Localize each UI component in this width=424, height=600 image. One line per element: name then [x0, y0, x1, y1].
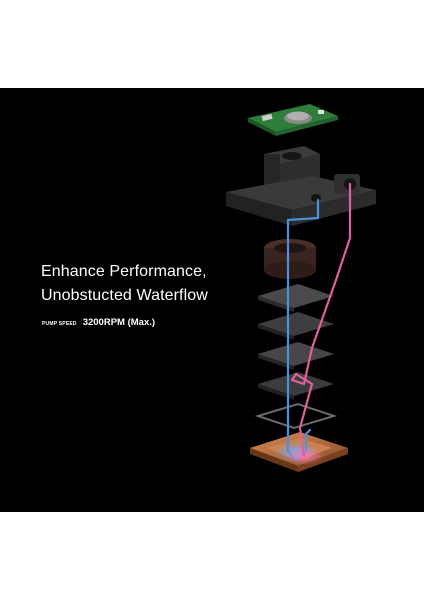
pump-speed-label: PUMP SPEED — [42, 321, 77, 327]
pump-housing — [226, 146, 376, 226]
plate-stack — [254, 284, 338, 430]
pcb-board — [248, 104, 338, 136]
impeller — [264, 239, 316, 279]
product-banner: Enhance Performance, Unobstucted Waterfl… — [0, 88, 424, 512]
headline-line-2: Unobstucted Waterflow — [41, 287, 208, 304]
pump-speed-value: 3200RPM (Max.) — [82, 317, 156, 328]
headline: Enhance Performance, Unobstucted Waterfl… — [41, 260, 208, 308]
hot-flow-line — [284, 182, 352, 465]
exploded-pump-icon — [226, 104, 376, 472]
pump-speed-spec: PUMP SPEED 3200RPM (Max.) — [42, 317, 155, 328]
headline-line-1: Enhance Performance, — [41, 263, 207, 280]
